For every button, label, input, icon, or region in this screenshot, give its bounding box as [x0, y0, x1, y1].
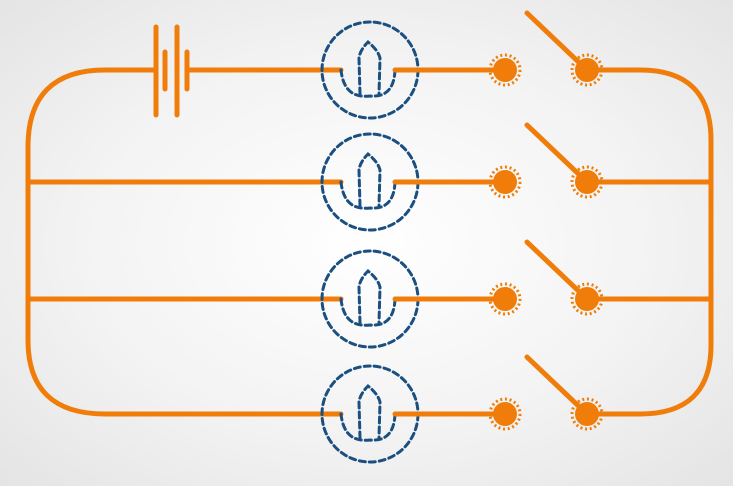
wire-right-loop — [584, 67, 714, 417]
circuit-branch — [25, 239, 714, 349]
switch-contact-edge — [570, 53, 604, 87]
lamp-base — [339, 180, 397, 210]
switch-lever — [524, 10, 590, 73]
lamp-base — [339, 68, 397, 98]
lamp-base — [339, 412, 397, 442]
wire-left-loop — [25, 67, 344, 417]
lamp-filament — [357, 151, 382, 208]
switch-lever — [524, 122, 590, 185]
switch-lever — [524, 354, 590, 417]
circuit-branch — [25, 122, 714, 232]
lamp-base — [339, 297, 397, 327]
switch-lever — [524, 239, 590, 302]
circuit-branch — [320, 354, 604, 464]
lamp-filament — [357, 383, 382, 440]
switch-contact-edge — [570, 397, 604, 431]
switch-contact — [493, 58, 517, 82]
circuit-branch — [320, 10, 604, 120]
switch-contact-edge — [488, 165, 522, 199]
lamp-filament — [357, 268, 382, 325]
switch-contact-edge — [488, 53, 522, 87]
lamp-filament — [357, 39, 382, 96]
switch-contact-edge — [488, 282, 522, 316]
battery-icon — [137, 24, 344, 118]
switch-contact-edge — [488, 397, 522, 431]
switch-contact — [493, 402, 517, 426]
switch-contact — [493, 287, 517, 311]
switch-contact — [493, 170, 517, 194]
